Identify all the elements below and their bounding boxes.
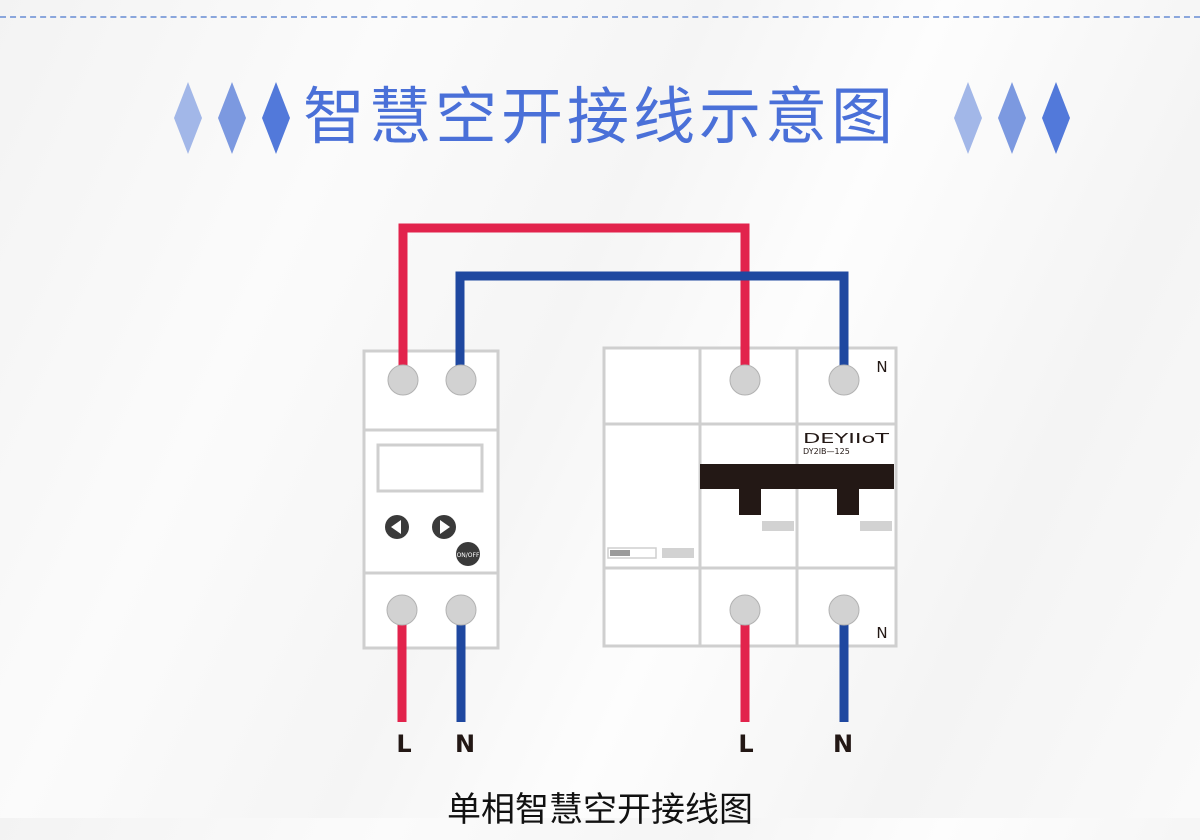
power-button-label: ON/OFF [457, 552, 480, 559]
breaker-model: DY2IB—125 [803, 447, 850, 456]
breaker-bottom-neutral-terminal [828, 594, 860, 626]
breaker-brand: DEYIIoT [803, 432, 889, 447]
meter-bottom-live-terminal [386, 594, 418, 626]
meter-bottom-neutral-terminal [445, 594, 477, 626]
breaker-top-neutral-terminal [828, 364, 860, 396]
meter-module: ON/OFF [362, 349, 500, 650]
breaker-handle[interactable] [700, 464, 894, 515]
right-arrow-icon[interactable] [432, 515, 456, 539]
meter-live-label: L [396, 730, 411, 758]
meter-top-neutral-terminal [445, 364, 477, 396]
left-diamond-decoration [174, 82, 290, 154]
breaker-bottom-live-terminal [729, 594, 761, 626]
breaker-live-label: L [738, 730, 753, 758]
meter-display [376, 443, 484, 493]
breaker-neutral-label: N [833, 730, 853, 758]
neutral-jumper-wire [455, 271, 849, 379]
page-title: 智慧空开接线示意图 [302, 80, 897, 153]
live-jumper-wire [398, 223, 750, 379]
wiring-diagram: ON/OFF DEYIIoT DY2IB—125 N N [362, 223, 898, 758]
meter-top-live-terminal [387, 364, 419, 396]
power-button[interactable]: ON/OFF [456, 542, 480, 566]
diagram-caption: 单相智慧空开接线图 [447, 790, 753, 830]
meter-neutral-label: N [455, 730, 475, 758]
breaker-top-live-terminal [729, 364, 761, 396]
right-diamond-decoration [954, 82, 1070, 154]
breaker-bottom-pole-label: N [876, 624, 887, 642]
breaker-top-pole-label: N [876, 358, 887, 376]
terminal-screws [386, 364, 860, 626]
left-arrow-icon[interactable] [385, 515, 409, 539]
top-dashed-divider [0, 16, 1200, 18]
